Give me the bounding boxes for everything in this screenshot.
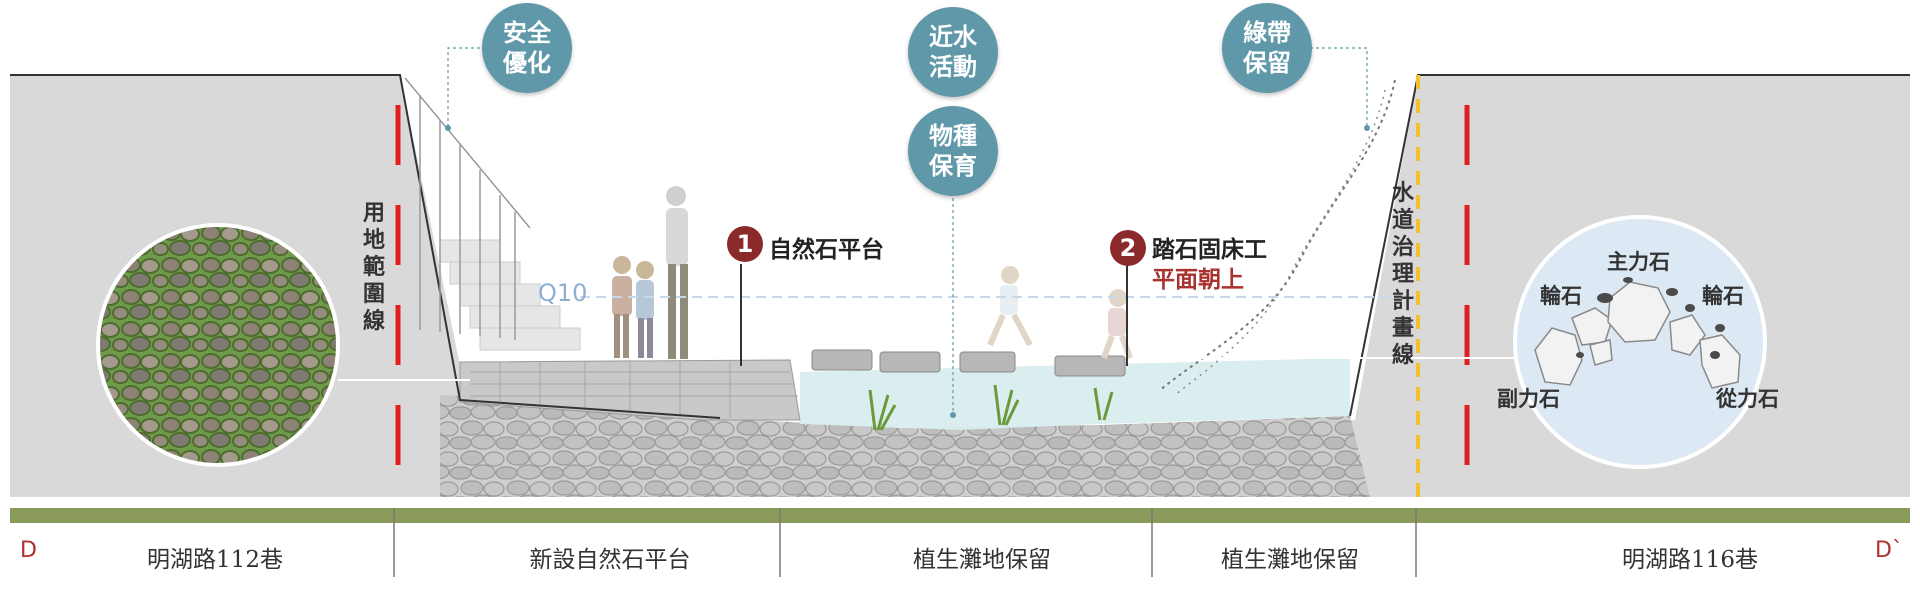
slope-vegetation [1174,89,1386,396]
channel-bed [440,395,1370,497]
stone-wheel-right-label: 輪石 [1702,284,1744,308]
section-label: 明湖路116巷 [1622,547,1758,573]
slope-vegetation [1159,79,1396,391]
section-marker-start: D [20,538,37,563]
stepping-stone [811,349,873,371]
callout-species: 物種保育 [908,106,998,196]
section-marker-end: D` [1875,538,1903,563]
q10-label: Q10 [538,279,588,307]
stepping-stone [879,351,941,373]
feature-1-badge: 1 [727,226,763,262]
callout-greenbelt: 綠帶保留 [1222,3,1312,93]
ground-bar [10,508,1910,523]
stone-secondary-label: 副力石 [1497,387,1560,411]
water-body [800,358,1350,430]
leader-safety [447,47,480,128]
land-boundary-label: 用地範圍線 [362,201,385,334]
leader-greenbelt [1310,47,1368,128]
section-label: 植生灘地保留 [1221,547,1359,573]
stair-railing [404,77,531,340]
section-label: 植生灘地保留 [913,547,1051,573]
water-plants [868,384,1114,431]
feature-2-badge: 2 [1110,230,1146,266]
stepping-stone [1054,355,1126,377]
channel-plan-label: 水道治理計畫線 [1391,181,1414,368]
stone-photo [96,223,340,467]
stepping-stone [959,351,1016,373]
callout-water-activity: 近水活動 [908,7,998,97]
feature-2-label: 踏石固床工 [1152,237,1267,263]
callout-safety: 安全優化 [482,3,572,93]
stone-main-label: 主力石 [1607,250,1670,274]
stone-wheel-left-label: 輪石 [1540,284,1582,308]
stone-diagram-circle [1513,215,1767,469]
section-label: 明湖路112巷 [147,547,283,573]
section-label: 新設自然石平台 [529,547,691,573]
feature-2-sublabel: 平面朝上 [1152,267,1244,293]
people-figures [612,186,1133,360]
feature-1-label: 自然石平台 [769,237,884,263]
stone-follow-label: 從力石 [1716,387,1779,411]
ground-line [10,74,721,419]
stone-arrangement [1534,281,1741,389]
